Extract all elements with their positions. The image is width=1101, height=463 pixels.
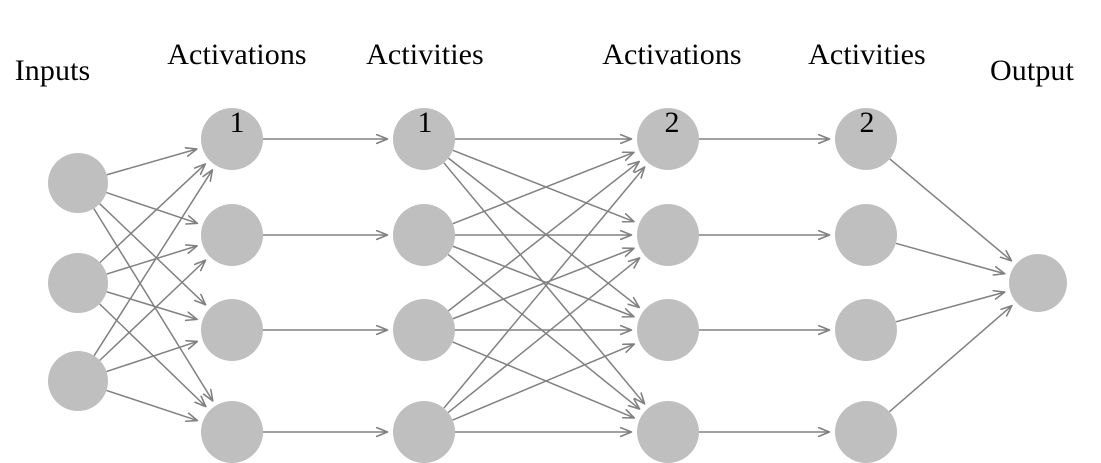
edge-activities-1-2-to-activations-2-3: [452, 341, 635, 418]
edge-inputs-1-to-activations-1-0: [99, 164, 205, 264]
edge-inputs-2-to-activations-1-0: [93, 170, 212, 357]
layer-label-activities-2-text: Activities: [808, 38, 926, 71]
nodes-group: [48, 108, 1067, 463]
edge-activities-2-1-to-output-0: [895, 242, 1005, 273]
layer-label-activities-2: Activities 2: [780, 4, 954, 140]
edge-activities-1-3-to-activations-2-0: [443, 167, 645, 409]
node-activities-1-4: [393, 401, 455, 463]
edge-inputs-1-to-activations-1-1: [106, 246, 198, 275]
node-activities-2-4: [835, 401, 897, 463]
edge-inputs-0-to-activations-1-2: [99, 203, 206, 305]
node-activations-2-3: [637, 299, 699, 361]
layer-label-activations-1-index: 1: [229, 106, 245, 139]
edge-activities-2-2-to-output-0: [895, 292, 1005, 323]
edge-activities-1-0-to-activations-2-2: [447, 157, 639, 307]
node-activations-1-1: [201, 108, 263, 170]
layer-label-activities-1-text: Activities: [366, 38, 484, 71]
edge-activities-1-1-to-activations-2-3: [447, 253, 639, 409]
node-activities-1-1: [393, 108, 455, 170]
layer-label-output: Output: [963, 20, 1101, 88]
layer-label-activities-1: Activities 1: [338, 4, 512, 140]
edge-inputs-1-to-activations-1-2: [106, 291, 197, 320]
node-activities-1-3: [393, 299, 455, 361]
node-activations-1-3: [201, 299, 263, 361]
layer-label-activations-2-index: 2: [664, 106, 680, 139]
layer-label-inputs: Inputs: [0, 20, 105, 88]
node-activations-2-1: [637, 108, 699, 170]
layer-label-activations-2-text: Activations: [602, 38, 742, 71]
node-activities-2-2: [835, 204, 897, 266]
layer-label-output-text: Output: [990, 54, 1074, 87]
layer-label-inputs-text: Inputs: [14, 54, 91, 87]
layer-label-activations-1-text: Activations: [167, 38, 307, 71]
edge-inputs-2-to-activations-1-3: [106, 389, 197, 420]
node-activations-1-2: [201, 204, 263, 266]
node-activations-2-2: [637, 204, 699, 266]
edge-inputs-0-to-activations-1-0: [106, 149, 197, 176]
edge-activities-2-3-to-output-0: [888, 306, 1011, 413]
node-inputs-2: [48, 253, 108, 313]
layer-label-activations-1: Activations 1: [137, 4, 337, 140]
layer-label-activities-1-index: 1: [417, 106, 433, 139]
layer-label-activations-2: Activations 2: [572, 4, 772, 140]
edge-activities-1-3-to-activations-2-1: [447, 258, 639, 414]
node-output-1: [1009, 254, 1067, 312]
node-activities-2-1: [835, 108, 897, 170]
edge-inputs-0-to-activations-1-1: [106, 191, 197, 224]
edge-activities-1-3-to-activations-2-2: [452, 344, 635, 421]
edge-activities-1-1-to-activations-2-2: [452, 245, 634, 317]
edge-inputs-1-to-activations-1-3: [99, 303, 206, 407]
edge-inputs-0-to-activations-1-3: [93, 208, 213, 401]
edge-activities-1-0-to-activations-2-1: [452, 149, 634, 221]
node-activations-1-4: [201, 401, 263, 463]
edge-activities-1-1-to-activations-2-0: [452, 152, 634, 225]
node-inputs-1: [48, 153, 108, 213]
layer-label-activities-2-index: 2: [859, 106, 875, 139]
edge-activities-1-2-to-activations-2-0: [447, 162, 639, 312]
edge-inputs-2-to-activations-1-1: [99, 260, 206, 361]
node-activities-1-2: [393, 204, 455, 266]
edge-activities-1-2-to-activations-2-1: [452, 248, 634, 320]
edge-inputs-2-to-activations-1-2: [106, 341, 197, 373]
edge-activities-2-0-to-output-0: [889, 158, 1012, 261]
node-inputs-3: [48, 351, 108, 411]
node-activations-2-4: [637, 401, 699, 463]
node-activities-2-3: [835, 299, 897, 361]
edges-group: [93, 139, 1012, 432]
